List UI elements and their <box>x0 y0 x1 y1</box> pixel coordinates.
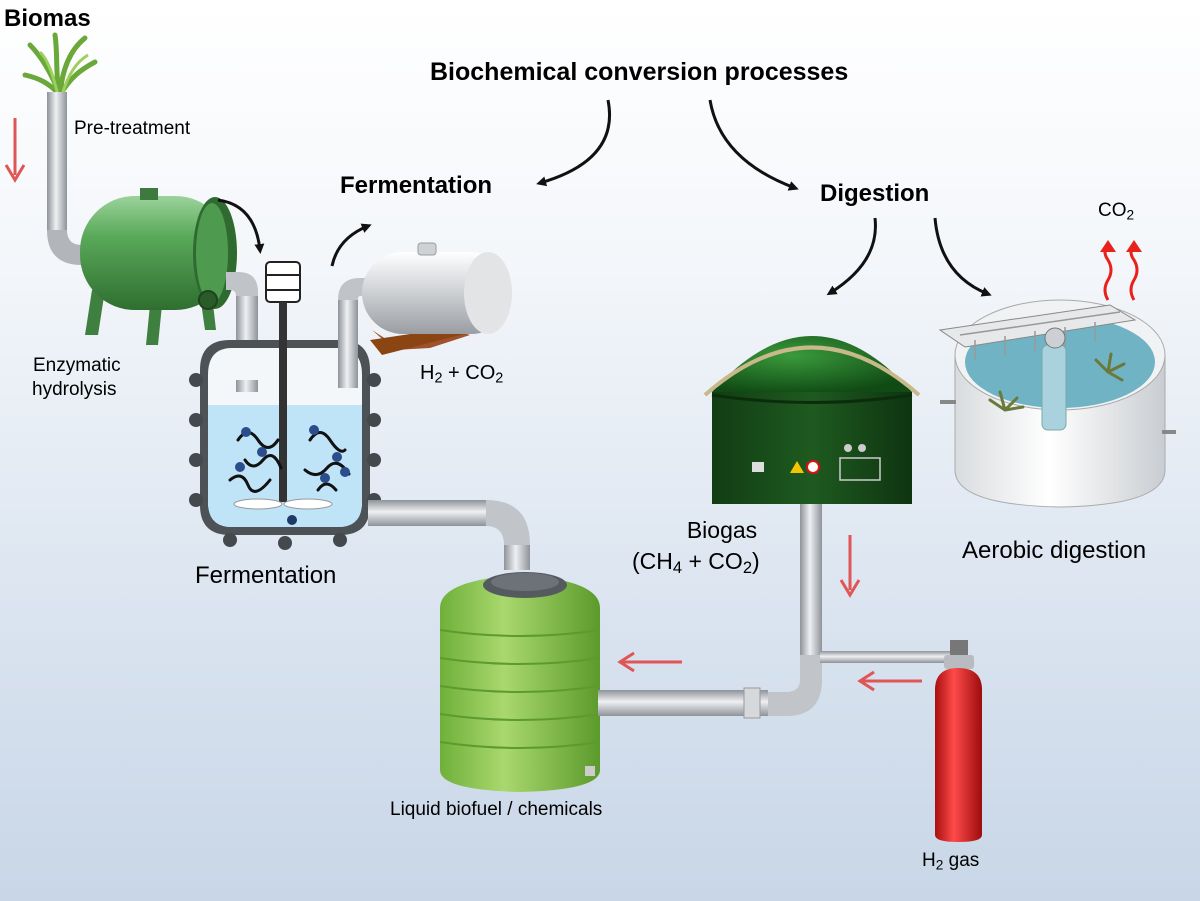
biomass-plant-icon <box>22 32 98 98</box>
pipe-fermentation-to-tank <box>368 500 530 570</box>
fermentation-reactor-icon <box>189 261 381 550</box>
aerobic-digestion-label: Aerobic digestion <box>962 537 1147 564</box>
arrow-digestion-to-aerobic <box>933 217 992 297</box>
red-left-arrow-h2 <box>857 670 922 692</box>
red-down-arrow-biomass <box>4 118 26 183</box>
fermentation-label: Fermentation <box>195 562 337 589</box>
liquid-biofuel-tank-icon <box>439 572 601 792</box>
arrow-reactor-to-gas <box>330 223 372 267</box>
pipe-biogas-to-tank <box>598 498 950 719</box>
arrow-digestion-to-biogas <box>826 217 877 296</box>
fermentation-header: Fermentation <box>340 172 493 199</box>
h2-gas-label: H2 gas <box>922 850 980 873</box>
liquid-biofuel-label: Liquid biofuel / chemicals <box>390 799 603 820</box>
digestion-header: Digestion <box>820 180 930 207</box>
gas-storage-tank-icon <box>338 242 512 355</box>
red-left-arrow-to-tank <box>617 651 682 673</box>
co2-release-arrows-icon <box>1100 240 1142 301</box>
pre-treatment-label: Pre-treatment <box>74 118 191 139</box>
arrow-hydrolysis-to-reactor <box>217 198 265 254</box>
hydrolysis-tank-icon <box>80 188 237 345</box>
arrow-title-to-digestion <box>708 99 799 191</box>
pre-treatment-pipe <box>47 92 82 265</box>
enzymatic-label-line2: hydrolysis <box>32 379 117 400</box>
enzymatic-label-line1: Enzymatic <box>33 355 121 376</box>
biogas-label-line1: Biogas <box>686 517 758 543</box>
biomas-label: Biomas <box>4 5 91 32</box>
h2-co2-label: H2 + CO2 <box>420 362 504 387</box>
arrow-title-to-fermentation <box>536 99 611 187</box>
h2-gas-cylinder-icon <box>935 640 982 842</box>
aerobic-digestion-tank-icon <box>938 299 1176 508</box>
black-arrows <box>217 99 992 297</box>
red-down-arrow-biogas <box>839 535 861 598</box>
co2-top-label: CO2 <box>1098 200 1135 223</box>
main-title: Biochemical conversion processes <box>430 58 849 86</box>
biogas-label-line2: (CH4 + CO2) <box>632 548 760 578</box>
biogas-digester-icon <box>703 336 921 504</box>
